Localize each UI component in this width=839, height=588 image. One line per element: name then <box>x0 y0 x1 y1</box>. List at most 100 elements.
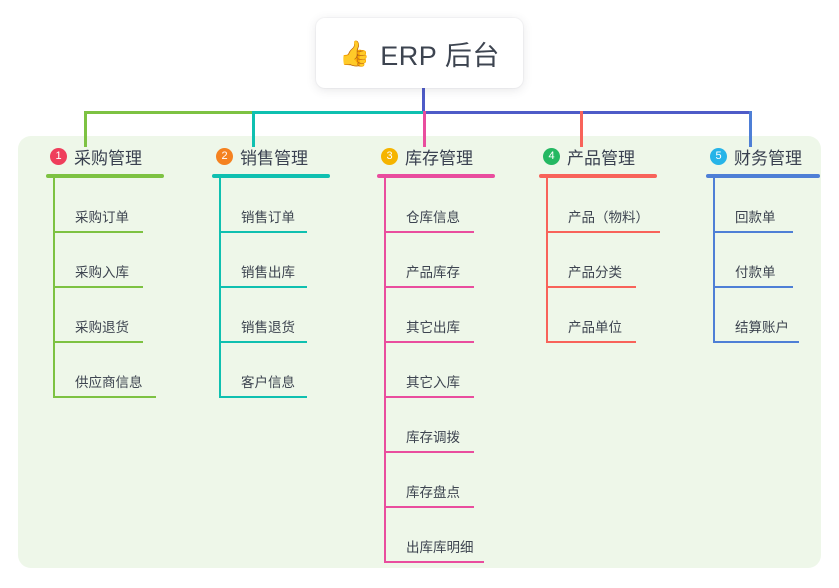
branch-item[interactable]: 回款单 <box>713 178 839 233</box>
branch-item-label: 其它出库 <box>406 320 460 335</box>
branch-title: 采购管理 <box>74 148 142 168</box>
branch-children: 采购订单采购入库采购退货供应商信息 <box>53 178 182 398</box>
root-title: ERP 后台 <box>380 40 500 71</box>
branch-header-1[interactable]: 1 采购管理 <box>32 144 182 168</box>
branch-item-label: 回款单 <box>735 210 776 225</box>
branch-item-rule <box>546 286 636 288</box>
branch-item-rule <box>384 286 474 288</box>
branch-item-rule <box>53 341 143 343</box>
branch-item[interactable]: 仓库信息 <box>384 178 513 233</box>
branch-item[interactable]: 采购订单 <box>53 178 182 233</box>
branch-children: 仓库信息产品库存其它出库其它入库库存调拨库存盘点出库库明细 <box>384 178 513 563</box>
branch-item[interactable]: 库存盘点 <box>384 453 513 508</box>
branch-item-rule <box>384 561 484 563</box>
branch-item-label: 供应商信息 <box>75 375 143 390</box>
branch-item[interactable]: 销售订单 <box>219 178 348 233</box>
branch-item-rule <box>53 286 143 288</box>
branch-item-rule <box>384 396 474 398</box>
branch-item-label: 产品（物料） <box>568 210 649 225</box>
branch-item[interactable]: 供应商信息 <box>53 343 182 398</box>
branch-item[interactable]: 其它出库 <box>384 288 513 343</box>
branch-item-rule <box>384 506 474 508</box>
branch-item-label: 库存调拨 <box>406 430 460 445</box>
branch-item-label: 付款单 <box>735 265 776 280</box>
branch-item-label: 产品分类 <box>568 265 622 280</box>
branch-column-1: 1 采购管理采购订单采购入库采购退货供应商信息 <box>32 144 182 398</box>
drop-finance <box>749 111 752 147</box>
branch-item-label: 其它入库 <box>406 375 460 390</box>
branch-item[interactable]: 产品（物料） <box>546 178 680 233</box>
branch-item-rule <box>384 341 474 343</box>
branch-spine <box>384 178 386 563</box>
drop-sales <box>252 111 255 147</box>
branch-number-badge: 2 <box>216 147 233 165</box>
branch-header-4[interactable]: 4 产品管理 <box>525 144 680 168</box>
segment-green <box>84 111 253 114</box>
branch-title: 产品管理 <box>567 148 635 168</box>
branch-item-rule <box>384 451 474 453</box>
branch-number-badge: 1 <box>50 147 67 165</box>
branch-item[interactable]: 销售出库 <box>219 233 348 288</box>
branch-item-label: 采购退货 <box>75 320 129 335</box>
branch-column-3: 3 库存管理仓库信息产品库存其它出库其它入库库存调拨库存盘点出库库明细 <box>363 144 513 563</box>
branch-item-label: 客户信息 <box>241 375 295 390</box>
drop-product <box>580 111 583 147</box>
branch-item-label: 销售退货 <box>241 320 295 335</box>
root-node-card[interactable]: 👍 ERP 后台 <box>316 18 523 88</box>
branch-header-rule <box>212 174 330 178</box>
branch-header-rule <box>46 174 164 178</box>
branch-children: 产品（物料） 产品分类产品单位 <box>546 178 680 343</box>
branch-item-rule <box>713 231 793 233</box>
branch-number-badge: 3 <box>381 147 398 165</box>
branch-header-rule <box>706 174 820 178</box>
branch-spine <box>53 178 55 398</box>
branch-title: 库存管理 <box>405 148 473 168</box>
branch-children: 回款单付款单结算账户 <box>713 178 839 343</box>
branch-item[interactable]: 付款单 <box>713 233 839 288</box>
branch-item[interactable]: 客户信息 <box>219 343 348 398</box>
branch-item-label: 出库库明细 <box>406 540 474 555</box>
branch-item-label: 采购入库 <box>75 265 129 280</box>
branch-item-rule <box>53 396 156 398</box>
branch-item[interactable]: 产品库存 <box>384 233 513 288</box>
branch-spine <box>219 178 221 398</box>
branch-children: 销售订单销售出库销售退货客户信息 <box>219 178 348 398</box>
branch-item[interactable]: 其它入库 <box>384 343 513 398</box>
branch-item-label: 产品库存 <box>406 265 460 280</box>
branch-item[interactable]: 销售退货 <box>219 288 348 343</box>
branch-header-3[interactable]: 3 库存管理 <box>363 144 513 168</box>
branch-item-rule <box>713 341 799 343</box>
branch-item-rule <box>219 231 307 233</box>
branch-item[interactable]: 产品分类 <box>546 233 680 288</box>
branch-item[interactable]: 库存调拨 <box>384 398 513 453</box>
branch-header-2[interactable]: 2 销售管理 <box>198 144 348 168</box>
branch-number-badge: 5 <box>710 147 727 165</box>
branch-item[interactable]: 采购入库 <box>53 233 182 288</box>
branch-item-label: 仓库信息 <box>406 210 460 225</box>
branch-item-rule <box>53 231 143 233</box>
branch-item-rule <box>546 341 636 343</box>
thumbs-up-icon: 👍 <box>339 39 371 68</box>
branch-item[interactable]: 出库库明细 <box>384 508 513 563</box>
branch-column-4: 4 产品管理产品（物料） 产品分类产品单位 <box>525 144 680 343</box>
branch-spine <box>546 178 548 343</box>
branch-item-label: 销售出库 <box>241 265 295 280</box>
branch-item-label: 产品单位 <box>568 320 622 335</box>
branch-number-badge: 4 <box>543 147 560 165</box>
segment-indigo <box>423 111 751 114</box>
segment-teal <box>252 111 424 114</box>
branches-panel <box>18 136 821 568</box>
branch-item-rule <box>219 396 307 398</box>
branch-item-rule <box>384 231 474 233</box>
branch-item[interactable]: 采购退货 <box>53 288 182 343</box>
branch-item-label: 销售订单 <box>241 210 295 225</box>
branch-title: 销售管理 <box>240 148 308 168</box>
branch-item[interactable]: 产品单位 <box>546 288 680 343</box>
branch-item-rule <box>546 231 660 233</box>
branch-header-rule <box>377 174 495 178</box>
branch-item[interactable]: 结算账户 <box>713 288 839 343</box>
drop-inventory <box>423 111 426 147</box>
